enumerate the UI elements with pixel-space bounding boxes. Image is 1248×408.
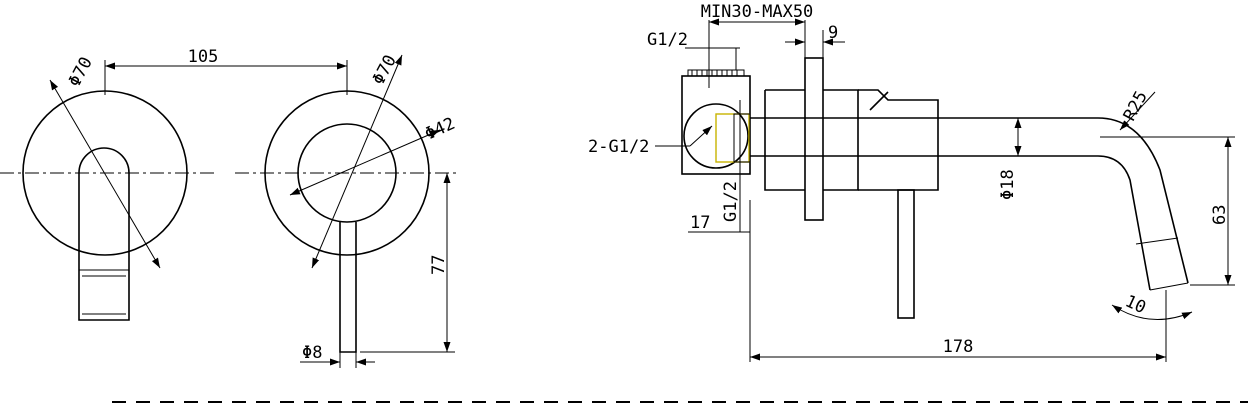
valve-top-cap bbox=[687, 69, 745, 77]
front-view-spout bbox=[0, 79, 218, 321]
label-105: 105 bbox=[188, 47, 219, 67]
leader-2g12-arrow bbox=[689, 125, 713, 147]
label-g12-side: G1/2 bbox=[721, 181, 741, 222]
handle-housing bbox=[858, 89, 939, 191]
front-view-handle bbox=[104, 54, 460, 368]
label-r25: R25 bbox=[1120, 88, 1152, 125]
label-2g12: 2-G1/2 bbox=[588, 137, 649, 157]
label-g12-top: G1/2 bbox=[647, 30, 688, 50]
housing-chamfer bbox=[869, 91, 889, 111]
label-inner-dia: Φ42 bbox=[422, 114, 458, 145]
inner-diameter-leader bbox=[289, 129, 441, 196]
side-view bbox=[655, 18, 1235, 362]
spout-bend-outer bbox=[1097, 117, 1189, 284]
label-18: Φ18 bbox=[998, 169, 1018, 200]
valve-top-hatch bbox=[691, 70, 738, 76]
spout-tip-ring bbox=[1135, 237, 1179, 245]
dimension-labels: 105 Φ70 Φ70 Φ42 77 Φ8 MIN30-MAX50 G1/2 9… bbox=[65, 2, 1230, 363]
spout-body bbox=[78, 147, 130, 321]
sleeve-right bbox=[823, 89, 859, 191]
spout-bend-inner bbox=[1097, 155, 1151, 291]
lever-side bbox=[897, 189, 915, 319]
lever bbox=[339, 222, 357, 353]
spout-tip bbox=[1149, 282, 1189, 291]
label-9: 9 bbox=[828, 23, 838, 43]
label-10: 10 bbox=[1122, 291, 1149, 318]
sleeve-left bbox=[764, 89, 805, 191]
inlet-circle bbox=[683, 103, 749, 169]
inlet-highlight bbox=[715, 113, 750, 163]
inlet-thread bbox=[733, 113, 751, 163]
label-17: 17 bbox=[690, 213, 710, 233]
label-178: 178 bbox=[943, 337, 974, 357]
wall-plate bbox=[804, 57, 824, 221]
label-8: Φ8 bbox=[302, 343, 322, 363]
leader-r25 bbox=[1119, 91, 1156, 131]
left-diameter-leader bbox=[49, 79, 161, 269]
dim-10-arc bbox=[1111, 304, 1193, 321]
right-diameter-leader bbox=[311, 54, 403, 269]
label-right-dia: Φ70 bbox=[369, 52, 401, 89]
label-77: 77 bbox=[429, 255, 449, 275]
label-min30-max50: MIN30-MAX50 bbox=[701, 2, 814, 22]
label-left-dia: Φ70 bbox=[65, 54, 97, 91]
label-63: 63 bbox=[1210, 205, 1230, 225]
